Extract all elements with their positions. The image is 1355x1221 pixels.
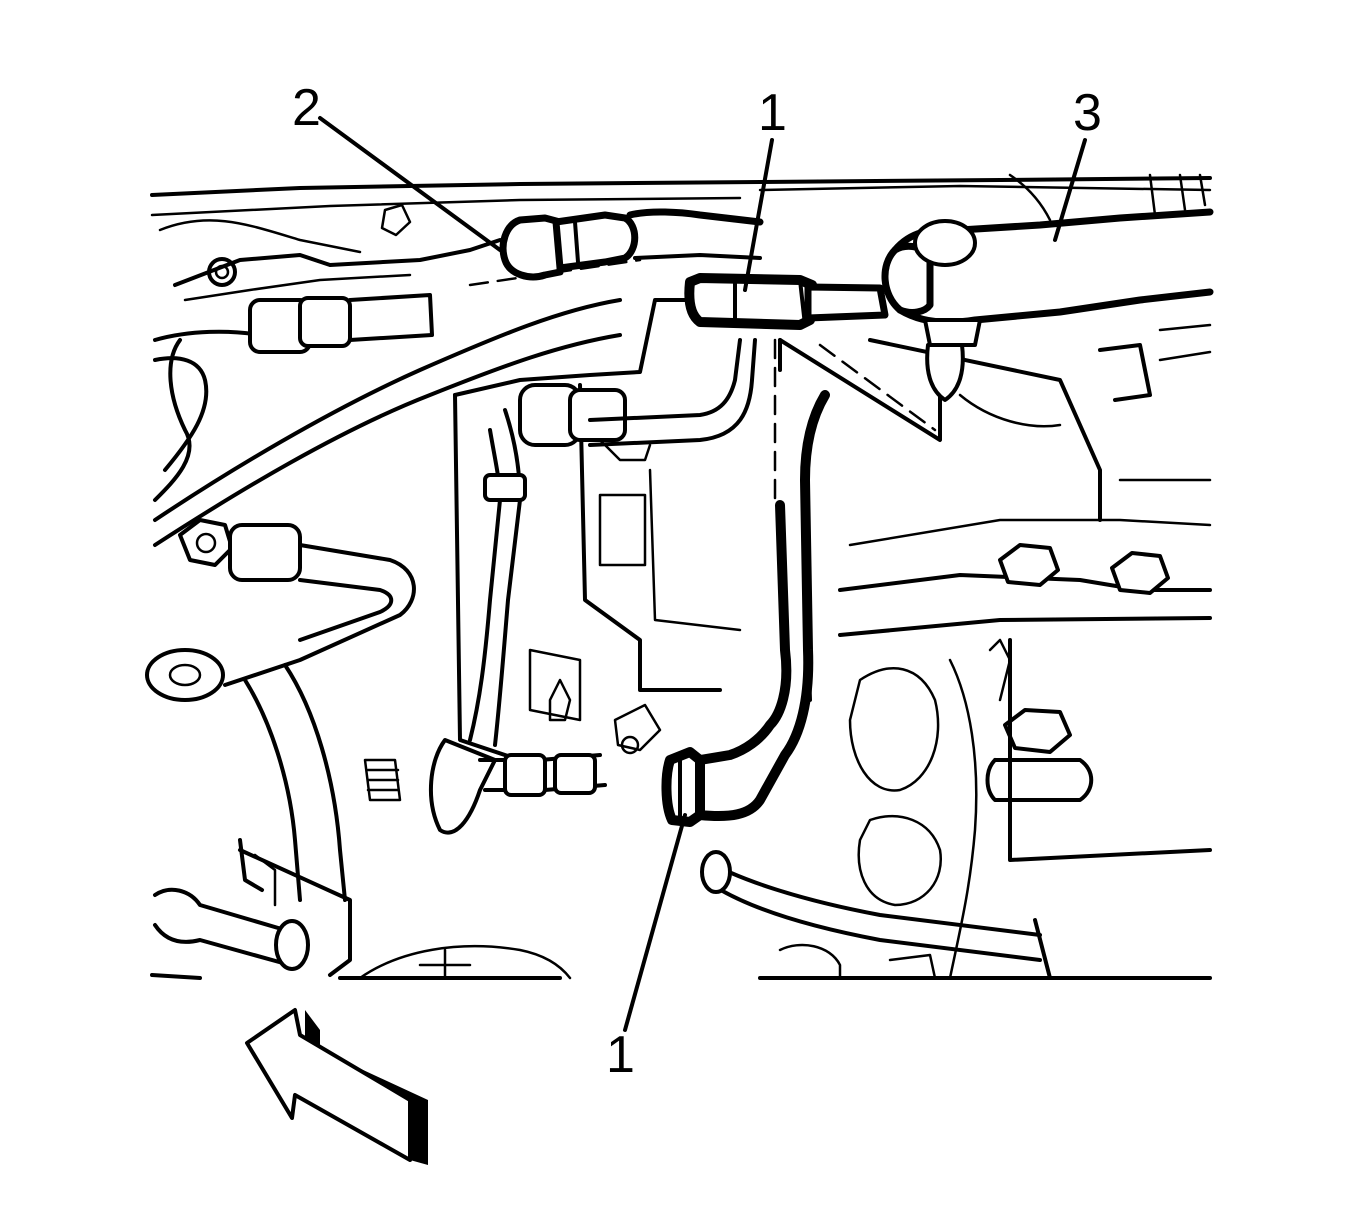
highlighted-hose-1 — [661, 273, 889, 827]
front-direction-arrow-icon — [245, 1008, 428, 1165]
callout-2: 2 — [292, 79, 321, 137]
leader-lines — [318, 116, 1087, 1032]
callout-3: 3 — [1073, 84, 1102, 142]
highlighted-hose-3 — [881, 208, 1214, 402]
callout-1-top: 1 — [758, 84, 787, 142]
callout-labels: 2 1 3 1 — [292, 79, 1102, 1084]
engine-bay-background — [145, 173, 1212, 980]
callout-1-bottom: 1 — [606, 1026, 635, 1084]
highlighted-hose-2 — [499, 208, 764, 281]
